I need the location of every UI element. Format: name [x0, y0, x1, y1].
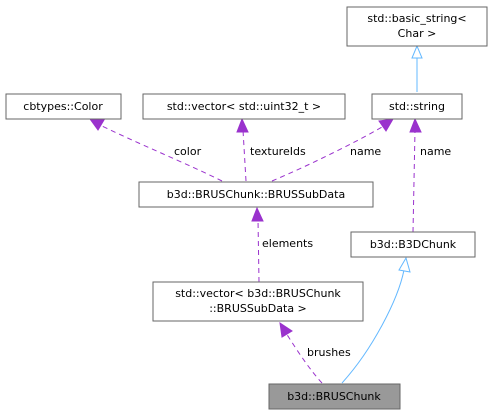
edge-label-brushes: brushes: [307, 346, 351, 359]
edge-color: color: [88, 118, 223, 182]
edge-label-name-subdata: name: [350, 145, 381, 158]
inherit-arrowhead: [398, 256, 411, 273]
node-vector-subdata[interactable]: std::vector< b3d::BRUSChunk ::BRUSSubDat…: [152, 281, 364, 322]
member-arrowhead: [409, 117, 422, 133]
node-string-label: std::string: [389, 100, 445, 113]
node-vector-subdata-line2: ::BRUSSubData >: [209, 302, 307, 315]
edge-name-b3dchunk: name: [409, 117, 451, 233]
node-bruschunk[interactable]: b3d::BRUSChunk: [268, 383, 401, 410]
member-arrowhead: [279, 321, 293, 338]
edge-bruschunk-inherits-b3dchunk: [341, 256, 411, 384]
member-arrowhead: [251, 206, 264, 222]
edge-label-name-b3dchunk: name: [420, 145, 451, 158]
node-vector-subdata-line1: std::vector< b3d::BRUSChunk: [175, 287, 341, 300]
node-subdata[interactable]: b3d::BRUSChunk::BRUSSubData: [138, 181, 374, 208]
edge-label-color: color: [174, 145, 202, 158]
edge-elements: elements: [251, 206, 313, 283]
node-basic-string-line1: std::basic_string<: [367, 12, 466, 25]
node-b3dchunk-label: b3d::B3DChunk: [370, 238, 457, 251]
node-vector-uint32-label: std::vector< std::uint32_t >: [167, 100, 321, 113]
node-vector-uint32[interactable]: std::vector< std::uint32_t >: [142, 93, 346, 120]
node-subdata-label: b3d::BRUSChunk::BRUSSubData: [167, 188, 345, 201]
node-basic-string[interactable]: std::basic_string< Char >: [346, 6, 488, 47]
edge-name-subdata: name: [271, 118, 394, 182]
member-arrowhead: [378, 118, 394, 132]
edge-brushes: brushes: [279, 321, 351, 384]
node-color-label: cbtypes::Color: [23, 100, 103, 113]
edge-textureids: textureIds: [236, 117, 306, 182]
member-arrowhead: [88, 118, 105, 131]
node-string[interactable]: std::string: [371, 93, 463, 120]
member-arrowhead: [236, 117, 249, 133]
node-color[interactable]: cbtypes::Color: [5, 93, 122, 120]
edge-label-textureids: textureIds: [250, 145, 306, 158]
inherit-arrowhead: [411, 44, 423, 59]
node-bruschunk-label: b3d::BRUSChunk: [287, 390, 381, 403]
node-basic-string-line2: Char >: [398, 27, 437, 40]
edge-string-inherits-basic-string: [411, 44, 423, 92]
node-b3dchunk[interactable]: b3d::B3DChunk: [350, 231, 476, 258]
edge-label-elements: elements: [262, 237, 313, 250]
